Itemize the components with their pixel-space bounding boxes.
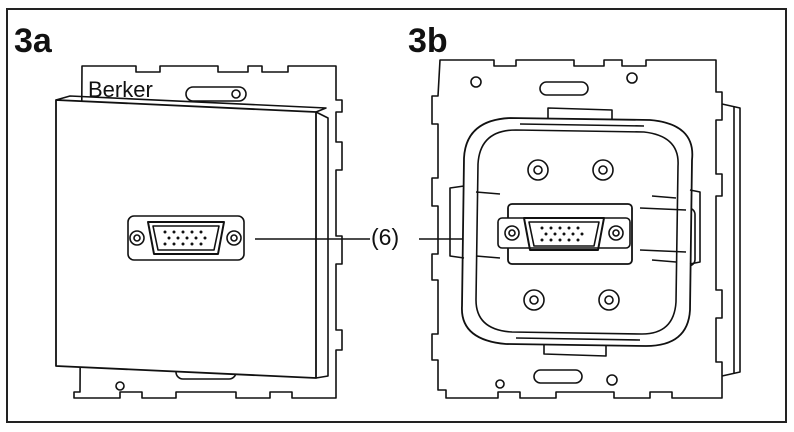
top-slot-3a — [185, 86, 247, 102]
figure-label-3b: 3b — [408, 22, 448, 60]
left-claw-3b — [449, 185, 465, 259]
insert-housing-inner-3b — [475, 129, 679, 335]
bottom-clamp-3b — [543, 344, 607, 357]
plate-hole-3b — [470, 76, 482, 88]
figure-3b — [431, 59, 741, 399]
plate-side-3b — [721, 103, 741, 377]
mounting-plate-3b — [431, 59, 723, 399]
top-slot-3b — [539, 81, 589, 96]
figure-label-3a: 3a — [14, 22, 52, 60]
cover-side-3a — [315, 111, 329, 379]
screw-boss-3b — [523, 289, 545, 311]
plate-hole-3b — [495, 379, 505, 389]
vga-connector-3a — [127, 215, 245, 261]
brand-logo-text: Berker — [88, 77, 153, 102]
screw-boss-3b — [527, 159, 549, 181]
plate-hole-3b — [606, 374, 618, 386]
top-clamp-3b — [547, 107, 613, 120]
vga-connector-3b — [497, 203, 633, 265]
bottom-slot-3b — [533, 369, 583, 384]
screw-boss-3b — [592, 159, 614, 181]
plate-hole-3a — [115, 381, 125, 391]
right-claw-3b — [689, 189, 701, 265]
plate-hole-3a — [231, 89, 241, 99]
diagram-border — [6, 8, 787, 423]
callout-label: (6) — [371, 224, 400, 250]
plate-hole-3b — [626, 72, 638, 84]
screw-boss-3b — [598, 289, 620, 311]
figure-3a — [55, 65, 343, 399]
cover-top-edge-3a — [55, 95, 327, 113]
